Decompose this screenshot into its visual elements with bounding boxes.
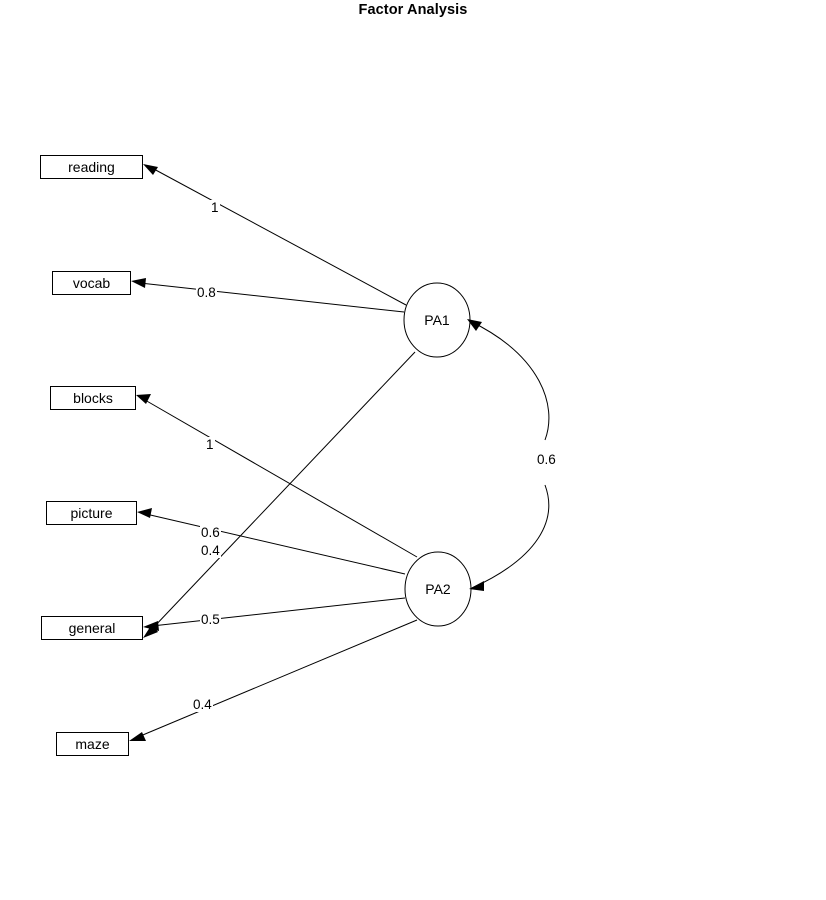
loading-label-pa1-vocab: 0.8 [196,285,217,300]
loading-label-pa2-general: 0.5 [200,612,221,627]
observed-variable-general[interactable]: general [41,616,143,640]
observed-variable-blocks[interactable]: blocks [50,386,136,410]
edge-pa2-picture [137,508,405,574]
edge-pa2-blocks [136,394,417,557]
edge-pa1-pa2-correlation-lower [469,485,549,591]
observed-variable-blocks-label: blocks [73,390,113,406]
edge-pa1-vocab [131,278,404,312]
edge-pa2-maze [129,620,417,741]
observed-variable-vocab[interactable]: vocab [52,271,131,295]
loading-label-pa2-blocks: 1 [205,437,215,452]
observed-variable-picture-label: picture [70,505,113,521]
observed-variable-maze-label: maze [75,736,110,752]
latent-factor-pa2-label[interactable]: PA2 [425,581,451,597]
loading-label-pa2-picture: 0.6 [200,525,221,540]
page-title: Factor Analysis [358,2,468,18]
edge-pa1-general [143,352,415,638]
observed-variable-maze[interactable]: maze [56,732,129,756]
observed-variable-reading[interactable]: reading [40,155,143,179]
correlation-label-pa1-pa2: 0.6 [536,452,557,467]
loading-label-pa1-reading: 1 [210,200,220,215]
edge-pa1-reading [143,164,406,305]
edge-pa1-pa2-correlation-upper [467,319,549,440]
loading-label-pa1-general: 0.4 [200,543,221,558]
observed-variable-reading-label: reading [68,159,115,175]
observed-variable-general-label: general [68,620,116,636]
loading-label-pa2-maze: 0.4 [192,697,213,712]
observed-variable-vocab-label: vocab [72,275,111,291]
edge-pa2-general [143,598,405,631]
latent-factor-pa1-label[interactable]: PA1 [424,312,450,328]
observed-variable-picture[interactable]: picture [46,501,137,525]
